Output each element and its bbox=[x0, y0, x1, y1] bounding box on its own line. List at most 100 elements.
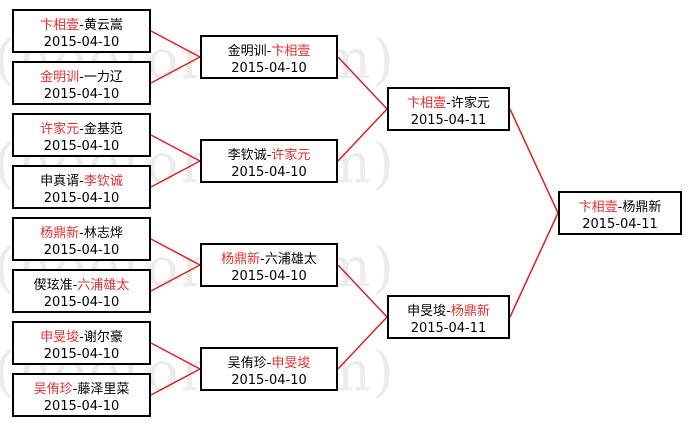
player-one: 卞相壹 bbox=[578, 200, 618, 215]
match-date: 2015-04-10 bbox=[43, 243, 120, 258]
bracket-connector-line bbox=[337, 264, 388, 318]
match-date: 2015-04-11 bbox=[410, 113, 487, 128]
bracket-connector-line bbox=[150, 264, 201, 292]
bracket-connector-line bbox=[150, 30, 201, 58]
bracket-connector-line bbox=[337, 316, 388, 370]
player-separator: - bbox=[72, 382, 78, 397]
player-one: 杨鼎新 bbox=[221, 252, 261, 267]
player-two: 藤泽里菜 bbox=[77, 382, 130, 397]
bracket-connector-line bbox=[150, 134, 201, 162]
player-two: 申旻埈 bbox=[271, 356, 311, 371]
player-one: 申旻埈 bbox=[40, 330, 80, 345]
player-separator: - bbox=[72, 278, 78, 293]
player-two: 六浦雄太 bbox=[264, 252, 317, 267]
player-two: 六浦雄太 bbox=[77, 278, 130, 293]
player-separator: - bbox=[266, 356, 272, 371]
match-date: 2015-04-10 bbox=[43, 347, 120, 362]
bracket-connector-line bbox=[509, 108, 559, 214]
match-players: 金明训-卞相壹 bbox=[202, 43, 336, 60]
match-date: 2015-04-10 bbox=[231, 61, 307, 76]
player-separator: - bbox=[446, 304, 451, 319]
player-two: 黄云嵩 bbox=[83, 18, 123, 33]
player-two: 林志烨 bbox=[83, 226, 123, 241]
player-two: 杨鼎新 bbox=[450, 304, 490, 319]
player-one: 金明训 bbox=[227, 44, 267, 59]
bracket-connector-line bbox=[150, 368, 201, 396]
match-date: 2015-04-10 bbox=[43, 399, 120, 414]
player-separator: - bbox=[79, 70, 84, 85]
bracket-connector-line bbox=[150, 342, 201, 370]
match-date: 2015-04-10 bbox=[43, 35, 120, 50]
match-date: 2015-04-10 bbox=[43, 191, 120, 206]
bracket-connector-line bbox=[509, 212, 559, 318]
player-one: 金明训 bbox=[40, 70, 80, 85]
player-one: 卞相壹 bbox=[40, 18, 80, 33]
player-one: 卞相壹 bbox=[407, 96, 447, 111]
match-date: 2015-04-11 bbox=[410, 321, 487, 336]
bracket-connector-line bbox=[150, 56, 201, 84]
bracket-connector-line bbox=[150, 238, 201, 266]
match-players: 许家元-金基范 bbox=[14, 121, 149, 138]
match-date: 2015-04-10 bbox=[231, 165, 307, 180]
player-one: 申真谞 bbox=[40, 174, 80, 189]
match-players: 申旻埈-杨鼎新 bbox=[389, 303, 508, 320]
player-two: 一力辽 bbox=[83, 70, 123, 85]
match-players: 吴侑珍-申旻埈 bbox=[202, 355, 336, 372]
bracket-connector-line bbox=[337, 56, 388, 110]
match-players: 杨鼎新-六浦雄太 bbox=[202, 251, 336, 268]
match-players: 李钦诚-许家元 bbox=[202, 147, 336, 164]
match-players: 吴侑珍-藤泽里菜 bbox=[14, 381, 149, 398]
player-two: 许家元 bbox=[271, 148, 311, 163]
player-one: 杨鼎新 bbox=[40, 226, 80, 241]
match-players: 申旻埈-谢尔豪 bbox=[14, 329, 149, 346]
match-players: 卞相壹-黄云嵩 bbox=[14, 17, 149, 34]
match-players: 申真谞-李钦诚 bbox=[14, 173, 149, 190]
player-separator: - bbox=[79, 18, 84, 33]
match-date: 2015-04-10 bbox=[43, 295, 120, 310]
match-players: 偰玹准-六浦雄太 bbox=[14, 277, 149, 294]
player-separator: - bbox=[446, 96, 451, 111]
bracket-connector-line bbox=[150, 160, 201, 188]
match-date: 2015-04-10 bbox=[231, 373, 307, 388]
player-one: 李钦诚 bbox=[227, 148, 267, 163]
player-two: 李钦诚 bbox=[83, 174, 123, 189]
player-two: 许家元 bbox=[450, 96, 490, 111]
match-date: 2015-04-10 bbox=[43, 139, 120, 154]
player-separator: - bbox=[266, 148, 272, 163]
match-players: 卞相壹-杨鼎新 bbox=[560, 199, 680, 216]
player-one: 吴侑珍 bbox=[227, 356, 267, 371]
player-separator: - bbox=[260, 252, 265, 267]
player-separator: - bbox=[79, 174, 84, 189]
bracket-connector-line bbox=[337, 108, 388, 162]
player-one: 申旻埈 bbox=[407, 304, 447, 319]
player-one: 偰玹准 bbox=[33, 278, 73, 293]
player-separator: - bbox=[266, 44, 272, 59]
match-players: 金明训-一力辽 bbox=[14, 69, 149, 86]
player-separator: - bbox=[79, 330, 84, 345]
player-one: 吴侑珍 bbox=[33, 382, 73, 397]
match-date: 2015-04-11 bbox=[582, 217, 658, 232]
match-players: 卞相壹-许家元 bbox=[389, 95, 508, 112]
player-one: 许家元 bbox=[40, 122, 80, 137]
player-two: 杨鼎新 bbox=[622, 200, 662, 215]
match-players: 杨鼎新-林志烨 bbox=[14, 225, 149, 242]
match-date: 2015-04-10 bbox=[43, 87, 120, 102]
match-date: 2015-04-10 bbox=[231, 269, 307, 284]
